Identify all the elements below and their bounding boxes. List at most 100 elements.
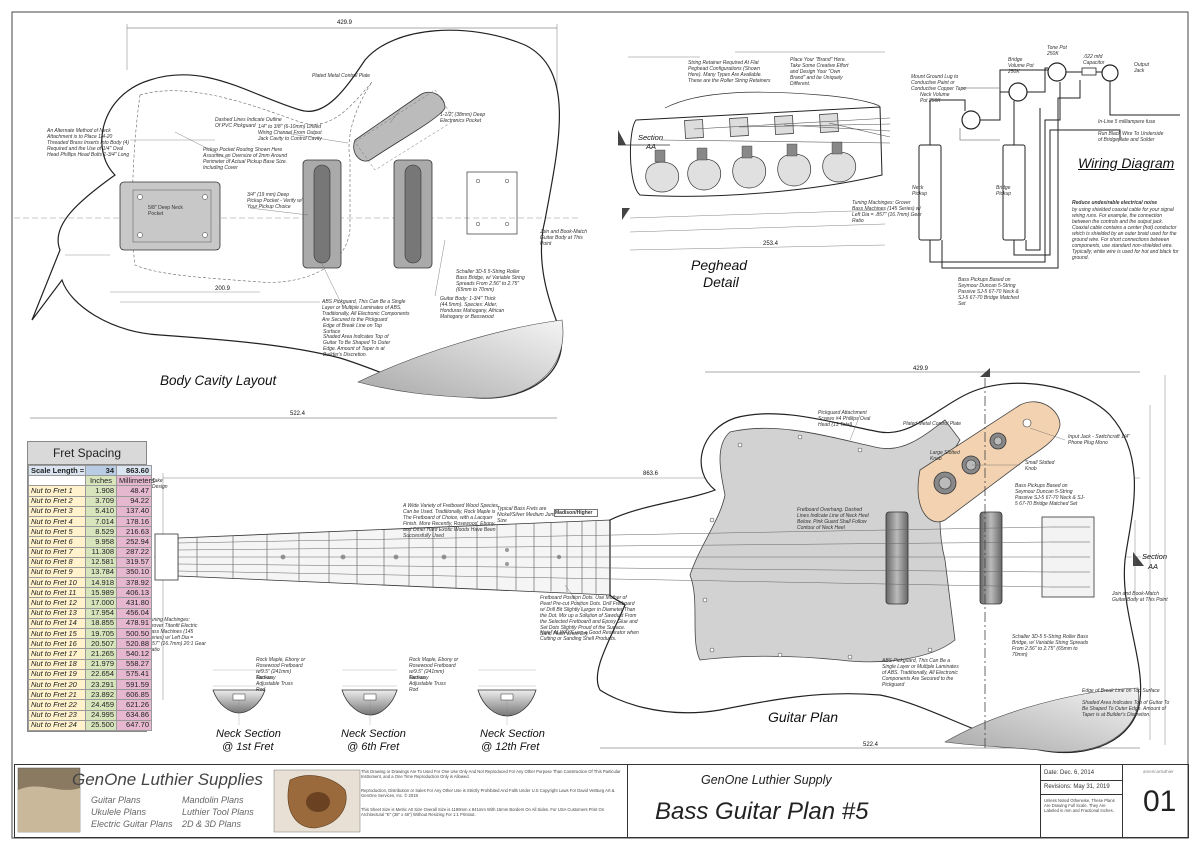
note-abs-pickguard-plan: ABS Pickguard, This Can Be a Single Laye… — [882, 658, 959, 688]
fret-inches: 11.308 — [85, 546, 117, 558]
fret-label: Nut to Fret 3 — [28, 505, 86, 517]
fret-mm: 558.27 — [116, 658, 152, 670]
note-truss-rod-1: Two-way Adjustable Truss Rod — [256, 675, 293, 693]
peghead-detail — [618, 51, 891, 251]
note-take-design: Take Design — [152, 478, 168, 490]
fret-inches: 12.581 — [85, 556, 117, 568]
note-join-bookmatch-plan: Join and Book-Match Guitar Body at This … — [1112, 591, 1168, 603]
note-output-jack: Output Jack — [1134, 62, 1150, 74]
product-2d-3d-plans: 2D & 3D Plans — [182, 819, 242, 829]
note-abs-pickguard: ABS Pickguard, This Can Be a Single Laye… — [322, 299, 410, 323]
note-fretboard-overhang: Fretboard Overhang. Dashed Lines Indicat… — [797, 507, 869, 531]
fret-inches: 7.014 — [85, 515, 117, 528]
fret-inches: 14.918 — [85, 577, 117, 589]
fret-label: Nut to Fret 24 — [28, 719, 86, 731]
neck-section-6th — [341, 669, 398, 725]
dim-peghead-total: 253.4 — [763, 241, 779, 247]
neck-section-6-sub: @ 6th Fret — [347, 741, 400, 753]
dim-body-length-top: 522.4 — [290, 411, 306, 417]
note-bridge-vol: Bridge Volume Pot 250K — [1008, 57, 1034, 75]
note-tuning-left: Tuning Machinges: Grover Titanfit Electr… — [148, 617, 206, 653]
guitar-plan — [145, 368, 1166, 754]
fret-label: Nut to Fret 19 — [28, 668, 86, 680]
note-schaller-plan: Schaller 3D-5 5-String Roller Bass Bridg… — [1012, 634, 1089, 658]
note-truss-rod-6: Two-way Adjustable Truss Rod — [409, 675, 446, 693]
fret-label: Nut to Fret 18 — [28, 658, 86, 670]
fret-inches: 9.958 — [85, 536, 117, 548]
note-schaller: Schaller 3D-5 5-String Roller Bass Bridg… — [456, 269, 525, 293]
note-neck-vol: Neck Volume Pot 250K — [920, 92, 950, 104]
fret-inches: 17.954 — [85, 607, 117, 619]
fret-label: Nut to Fret 6 — [28, 536, 86, 548]
note-reduce-noise-title: Reduce undesirable electrical noise — [1072, 200, 1158, 206]
fret-inches: 19.705 — [85, 627, 117, 640]
fret-table-grid: Scale Length = 34 863.60 Inches Millimet… — [28, 464, 155, 731]
fret-inches: 13.784 — [85, 566, 117, 579]
fret-inches: 18.855 — [85, 617, 117, 630]
fret-mm: 252.94 — [116, 536, 152, 548]
product-electric-guitar-plans: Electric Guitar Plans — [91, 819, 173, 829]
wiring-title: Wiring Diagram — [1078, 155, 1175, 171]
product-guitar-plans: Guitar Plans — [91, 795, 141, 805]
note-shaded-area-plan: Shaded Area Indicates Top of Guitar To B… — [1082, 700, 1170, 718]
brand-name: GenOne Luthier Supplies — [72, 770, 263, 789]
fret-scale-row: Scale Length = 34 863.60 — [28, 464, 152, 477]
fret-label: Nut to Fret 8 — [28, 556, 86, 568]
wiring-diagram — [918, 62, 1180, 269]
fret-label: Nut to Fret 23 — [28, 709, 86, 721]
fret-mm: 287.22 — [116, 546, 152, 558]
section-aa-top-sub: AA — [646, 142, 657, 151]
note-alt-method: An Alternate Method of Neck Attachment i… — [47, 128, 130, 158]
fret-mm: 137.40 — [116, 505, 152, 517]
scale-length-mm: 863.60 — [116, 464, 152, 477]
note-rock-maple-6: Rock Maple, Ebony or Rosewood Fretboard … — [409, 657, 459, 681]
fret-inches: 5.410 — [85, 505, 117, 517]
fret-label: Nut to Fret 21 — [28, 689, 86, 701]
fret-mm: 350.10 — [116, 566, 152, 579]
units-note: Unless Noted Otherwise, These Plans Are … — [1044, 798, 1115, 814]
fret-mm: 591.59 — [116, 678, 152, 691]
fret-mm: 575.41 — [116, 668, 152, 680]
note-fretboard-dots: Fretboard Position Dots. Use Mother of P… — [540, 595, 638, 637]
note-pickup-routing: Pickup Pocket Routing Shown Here Assumes… — [203, 147, 288, 171]
note-pickup-deep: 3/4" (19 mm) Deep Pickup Pocket - Verify… — [247, 192, 303, 210]
fret-label: Nut to Fret 22 — [28, 699, 86, 711]
note-input-jack: Input Jack - Switchcraft 1/4" Phone Plug… — [1068, 434, 1130, 446]
fret-inches: 21.979 — [85, 658, 117, 670]
title-block: GenOne Luthier Supplies Guitar Plans Uku… — [14, 764, 1189, 838]
fret-label: Nut to Fret 7 — [28, 546, 86, 558]
dim-scale-mm: 200.9 — [215, 286, 231, 292]
note-small-knob: Small Slotted Knob — [1025, 460, 1055, 472]
section-aa-right-sub: AA — [1148, 562, 1159, 571]
neck-section-12-sub: @ 12th Fret — [481, 741, 540, 753]
fret-mm: 406.13 — [116, 587, 152, 599]
products-left: Guitar Plans Ukulele Plans Electric Guit… — [91, 794, 173, 830]
neck-section-12-title: Neck Section — [480, 728, 545, 740]
note-dashed-lines: Dashed Lines Indicate Outline Of PVC Pic… — [215, 117, 282, 129]
fret-mm: 500.50 — [116, 627, 152, 640]
fret-mm: 319.57 — [116, 556, 152, 568]
note-typical-frets: Typical Bass Frets are Nickel/Silver Med… — [497, 506, 561, 524]
dim-plan-length: 522.4 — [863, 742, 879, 748]
note-bass-pickups-plan: Bass Pickups Based on Seymour Duncan 5-S… — [1015, 483, 1085, 507]
dim-plan-width: 429.9 — [913, 366, 929, 372]
fret-mm: 520.88 — [116, 638, 152, 650]
fret-inches: 8.529 — [85, 526, 117, 538]
note-place-brand: Place Your "Brand" Here. Take Some Creat… — [790, 57, 849, 87]
section-aa-right: Section — [1142, 552, 1168, 561]
fret-inches: 25.500 — [85, 719, 117, 731]
